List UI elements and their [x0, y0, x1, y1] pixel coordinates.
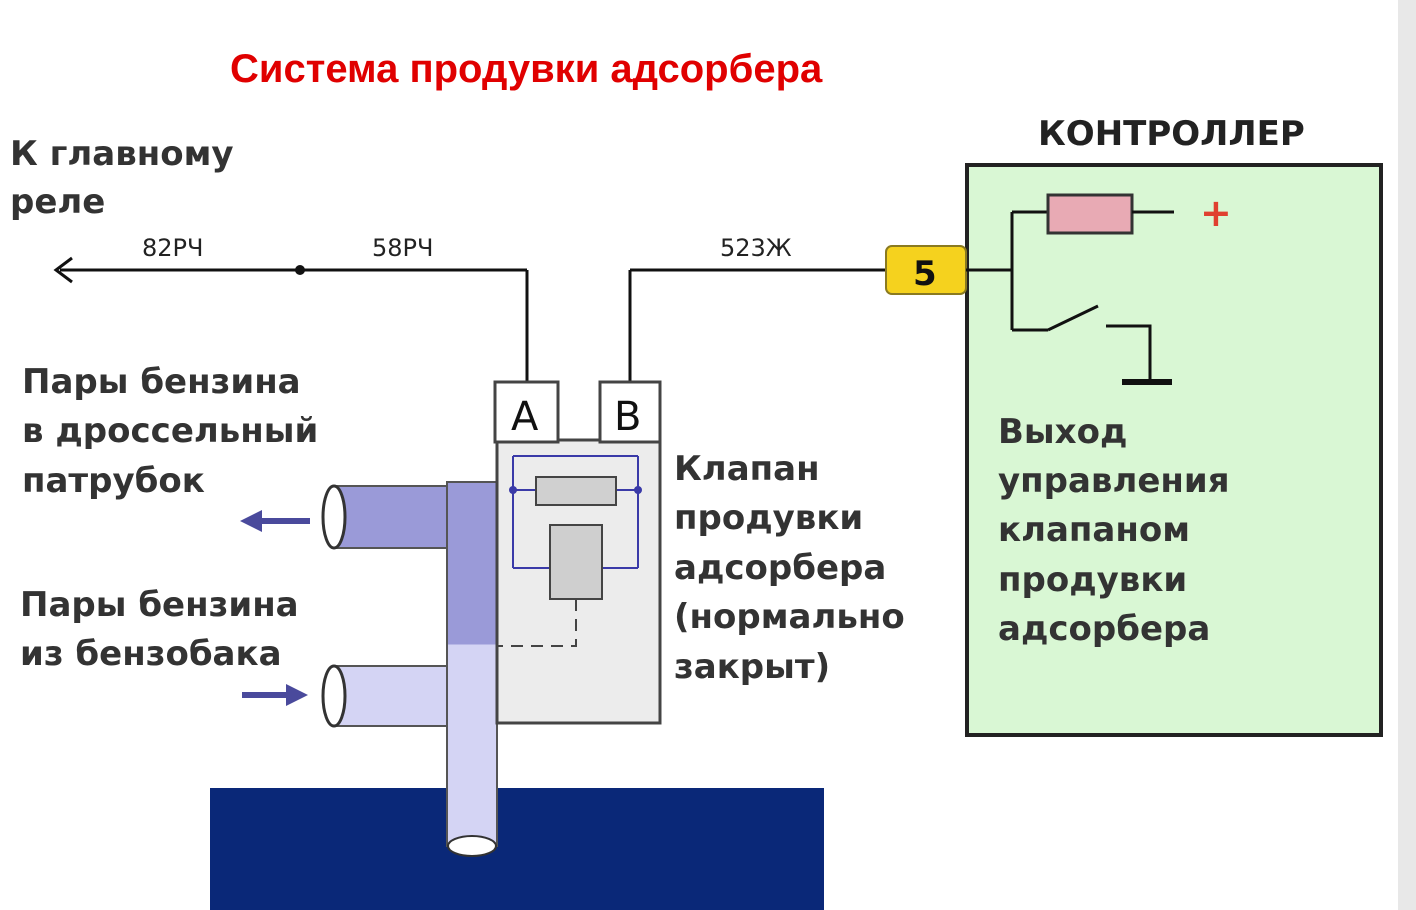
svg-text:из бензобака: из бензобака	[20, 634, 282, 674]
purge-valve: A B	[493, 380, 662, 725]
pipe-end-bottom	[447, 835, 497, 857]
label-main-relay: К главному реле	[10, 134, 234, 222]
arrow-right-flow-icon	[242, 684, 308, 706]
valve-solenoid	[549, 524, 603, 600]
svg-text:продувки: продувки	[674, 498, 863, 538]
vapor-pipes	[321, 481, 498, 857]
fuel-tank	[210, 788, 824, 910]
svg-text:Пары бензина: Пары бензина	[22, 362, 301, 402]
wire-label-58: 58РЧ	[372, 234, 433, 262]
pin-a-label: A	[511, 394, 539, 440]
wire-main-relay: 82РЧ 58РЧ	[53, 234, 529, 382]
pin-a-box	[493, 380, 560, 444]
controller-resistor	[1046, 193, 1134, 235]
svg-text:закрыт): закрыт)	[674, 647, 830, 687]
page-title: Система продувки адсорбера	[230, 47, 823, 91]
svg-text:продувки: продувки	[998, 560, 1187, 600]
svg-text:адсорбера: адсорбера	[674, 548, 886, 588]
pin-b-box	[598, 380, 662, 444]
svg-text:(нормально: (нормально	[674, 597, 905, 637]
wire-label-82: 82РЧ	[142, 234, 203, 262]
label-valve: Клапан продувки адсорбера (нормально зак…	[674, 449, 905, 687]
pipe-vertical-upper	[446, 481, 498, 649]
arrow-left-icon	[53, 256, 73, 284]
label-controller-output: Выход управления клапаном продувки адсор…	[998, 412, 1230, 649]
label-vapors-throttle: Пары бензина в дроссельный патрубок	[22, 362, 318, 501]
wire-label-523: 523Ж	[720, 234, 792, 262]
svg-text:Выход: Выход	[998, 412, 1127, 452]
svg-text:в дроссельный: в дроссельный	[22, 411, 318, 451]
svg-text:адсорбера: адсорбера	[998, 609, 1210, 649]
controller-title: КОНТРОЛЛЕР	[1038, 114, 1305, 154]
pin-b-label: B	[614, 394, 641, 440]
valve-resistor	[535, 476, 617, 506]
pipe-end-tank	[321, 664, 347, 728]
pin-5-label: 5	[913, 254, 937, 294]
svg-text:клапаном: клапаном	[998, 510, 1190, 550]
svg-text:управления: управления	[998, 461, 1230, 501]
svg-text:Клапан: Клапан	[674, 449, 820, 489]
svg-text:реле: реле	[10, 182, 105, 222]
pipe-vertical-lower	[446, 645, 498, 847]
wire-junction	[295, 265, 305, 275]
plus-sign: +	[1200, 191, 1232, 235]
svg-text:Пары бензина: Пары бензина	[20, 585, 299, 625]
svg-text:патрубок: патрубок	[22, 461, 205, 501]
arrow-left-flow-icon	[240, 510, 310, 532]
frame-edge	[1398, 0, 1416, 910]
switch-icon	[1047, 304, 1099, 332]
label-vapors-tank: Пары бензина из бензобака	[20, 585, 299, 674]
wire-controller: 523Ж	[628, 234, 890, 382]
controller-box	[965, 163, 1383, 737]
svg-text:К главному: К главному	[10, 134, 234, 174]
pipe-end-throttle	[321, 484, 347, 550]
controller-circuit: +	[966, 191, 1232, 385]
